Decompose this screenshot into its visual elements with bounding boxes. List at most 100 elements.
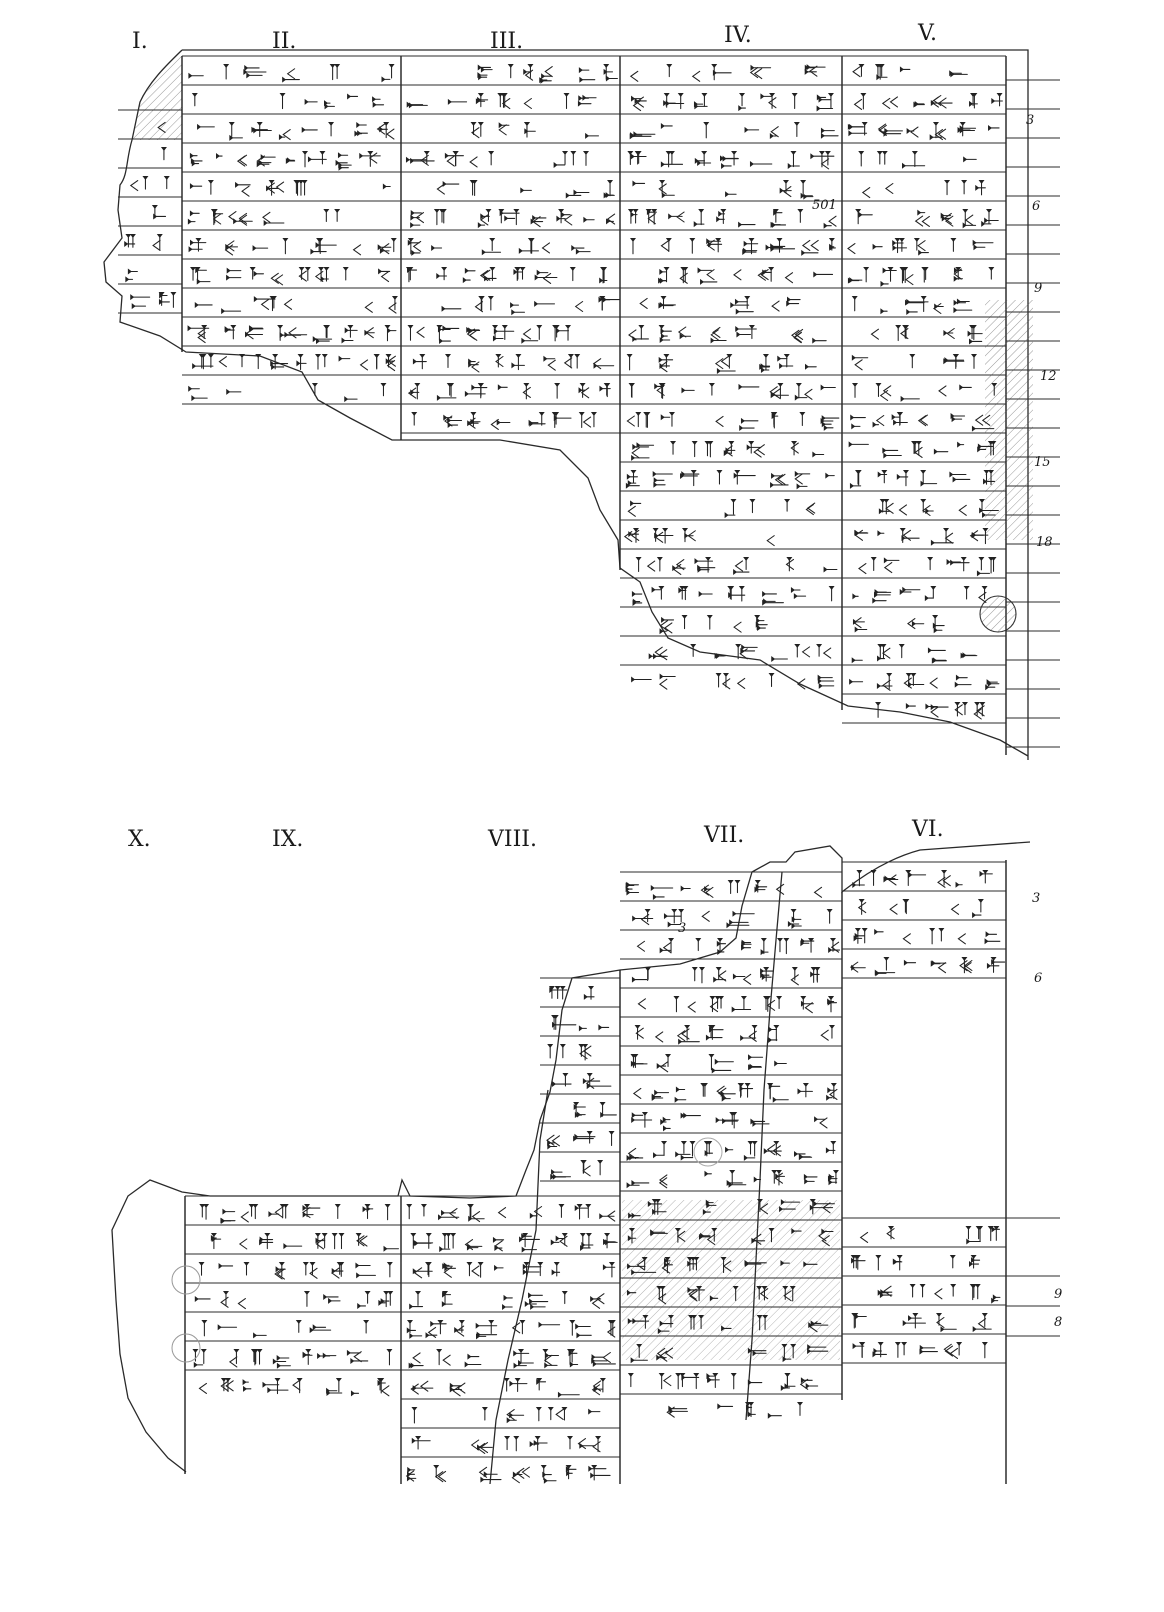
line-number-3-right: 3 bbox=[1032, 891, 1040, 906]
cuneiform-sign bbox=[377, 238, 397, 255]
cuneiform-sign bbox=[766, 535, 775, 547]
cuneiform-sign bbox=[407, 238, 422, 256]
cuneiform-sign bbox=[769, 126, 779, 139]
cuneiform-sign bbox=[519, 1233, 540, 1253]
cuneiform-sign bbox=[731, 996, 752, 1013]
cuneiform-sign bbox=[688, 1315, 705, 1330]
cuneiform-sign bbox=[632, 180, 646, 187]
cuneiform-sign bbox=[627, 151, 647, 166]
cuneiform-sign bbox=[504, 1436, 520, 1452]
cuneiform-sign bbox=[469, 156, 478, 168]
cuneiform-sign bbox=[978, 586, 988, 603]
cuneiform-sign bbox=[577, 94, 597, 107]
upper-ruling-lines bbox=[118, 55, 1060, 748]
cuneiform-sign bbox=[623, 528, 640, 543]
cuneiform-sign bbox=[529, 1205, 543, 1219]
cuneiform-sign bbox=[630, 1054, 648, 1069]
cuneiform-sign bbox=[663, 93, 685, 110]
cuneiform-sign bbox=[756, 1199, 769, 1215]
cuneiform-sign bbox=[715, 1112, 739, 1129]
cuneiform-sign bbox=[899, 267, 914, 286]
lower-ruling-lines bbox=[185, 861, 1060, 1458]
cuneiform-sign bbox=[770, 472, 789, 488]
cuneiform-sign bbox=[976, 557, 997, 577]
cuneiform-sign bbox=[746, 441, 765, 458]
cuneiform-sign bbox=[853, 93, 867, 110]
cuneiform-sign bbox=[706, 238, 723, 253]
cuneiform-sign bbox=[850, 1255, 866, 1270]
cuneiform-sign bbox=[272, 1354, 291, 1369]
cuneiform-sign bbox=[721, 1325, 732, 1332]
cuneiform-sign bbox=[943, 327, 955, 340]
cuneiform-sign bbox=[628, 325, 649, 342]
cuneiform-sign bbox=[207, 180, 214, 195]
cuneiform-sign bbox=[634, 1025, 644, 1040]
line-number-15: 15 bbox=[1034, 455, 1051, 470]
cuneiform-sign bbox=[757, 267, 775, 282]
cuneiform-sign bbox=[125, 268, 138, 283]
cuneiform-sign bbox=[282, 68, 300, 83]
cuneiform-sign bbox=[929, 122, 947, 141]
cuneiform-sign bbox=[747, 1347, 767, 1357]
cuneiform-sign bbox=[889, 899, 910, 915]
cuneiform-sign bbox=[975, 180, 986, 196]
cuneiform-sign bbox=[857, 899, 867, 915]
cuneiform-sign bbox=[266, 180, 285, 196]
cuneiform-sign bbox=[454, 1320, 465, 1337]
cuneiform-sign bbox=[625, 470, 640, 489]
cuneiform-sign bbox=[651, 1089, 670, 1101]
cuneiform-sign bbox=[911, 441, 923, 458]
cuneiform-sign bbox=[355, 1233, 368, 1247]
cuneiform-sign bbox=[656, 1054, 672, 1073]
cuneiform-sign bbox=[818, 1228, 834, 1247]
cuneiform-sign bbox=[189, 183, 203, 190]
cuneiform-sign bbox=[913, 100, 925, 108]
cuneiform-sign bbox=[826, 909, 833, 924]
cuneiform-sign bbox=[412, 1262, 433, 1279]
cuneiform-sign bbox=[218, 1262, 234, 1269]
cuneiform-sign bbox=[425, 1320, 447, 1339]
cuneiform-sign bbox=[851, 657, 863, 664]
cuneiform-sign bbox=[825, 1141, 837, 1155]
cuneiform-sign bbox=[958, 504, 967, 516]
cuneiform-sign bbox=[481, 238, 502, 256]
cuneiform-sign bbox=[944, 180, 968, 196]
lower-cuneiform-signs bbox=[192, 870, 1006, 1484]
cuneiform-sign bbox=[742, 238, 759, 256]
cuneiform-sign bbox=[298, 267, 311, 282]
cuneiform-sign bbox=[328, 122, 335, 137]
cuneiform-sign bbox=[238, 1238, 248, 1250]
cuneiform-sign bbox=[462, 267, 476, 284]
cuneiform-sign bbox=[902, 933, 911, 945]
cuneiform-sign bbox=[886, 1226, 895, 1240]
cuneiform-sign bbox=[569, 267, 576, 282]
cuneiform-sign bbox=[969, 1284, 981, 1301]
cuneiform-sign bbox=[666, 1405, 688, 1418]
line-number-12: 12 bbox=[1040, 369, 1057, 384]
cuneiform-sign bbox=[386, 1349, 393, 1366]
cuneiform-sign bbox=[905, 870, 927, 886]
cuneiform-sign bbox=[937, 870, 951, 888]
cuneiform-sign bbox=[498, 122, 510, 136]
cuneiform-sign bbox=[314, 1233, 328, 1250]
cuneiform-sign bbox=[847, 267, 870, 284]
cuneiform-sign bbox=[988, 124, 1000, 131]
cuneiform-sign bbox=[578, 412, 597, 428]
cuneiform-sign bbox=[672, 559, 686, 575]
cuneiform-sign bbox=[518, 238, 539, 254]
cuneiform-sign bbox=[603, 180, 615, 199]
cuneiform-sign bbox=[632, 1087, 642, 1099]
cuneiform-sign bbox=[554, 383, 561, 399]
cuneiform-sign bbox=[494, 1264, 504, 1271]
cuneiform-sign bbox=[882, 447, 902, 459]
cuneiform-sign bbox=[790, 967, 799, 986]
cuneiform-sign bbox=[954, 674, 972, 688]
cuneiform-sign bbox=[346, 1349, 369, 1364]
cuneiform-sign bbox=[711, 64, 732, 81]
cuneiform-sign bbox=[490, 418, 511, 430]
cuneiform-sign bbox=[884, 182, 894, 195]
cuneiform-sign bbox=[930, 528, 954, 546]
cuneiform-sign bbox=[763, 1141, 782, 1157]
cuneiform-sign bbox=[522, 383, 531, 400]
cuneiform-sign bbox=[933, 448, 949, 455]
